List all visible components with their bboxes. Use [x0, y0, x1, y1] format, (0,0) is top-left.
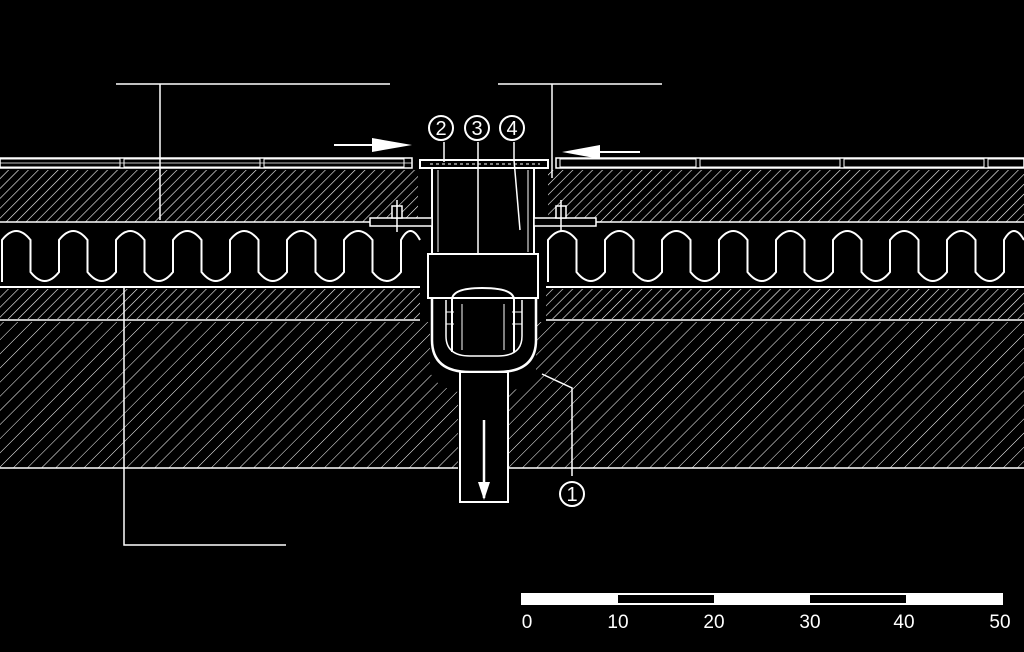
scale-segment [906, 594, 1002, 604]
scale-label: 30 [799, 612, 820, 633]
paving-tiles-layer [0, 157, 1024, 169]
scale-label: 50 [989, 612, 1010, 633]
inflow-arrow-left [334, 138, 412, 152]
scale-label: 0 [522, 612, 533, 633]
roof-drain [369, 159, 597, 503]
scale-label: 20 [703, 612, 724, 633]
inflow-arrow-right [562, 145, 640, 159]
scale-bar: 0 10 20 30 40 50 [521, 593, 1011, 633]
scale-segment [714, 594, 810, 604]
scale-label: 10 [607, 612, 628, 633]
drainage-mat-layer [0, 224, 1024, 288]
scale-label: 40 [893, 612, 914, 633]
callout-4: 4 [499, 115, 525, 141]
callout-2: 2 [428, 115, 454, 141]
callout-label: 3 [471, 118, 482, 140]
concrete-slab [0, 322, 1024, 469]
callout-label: 1 [566, 484, 577, 506]
scale-segment [522, 594, 618, 604]
screed-layer-lower [0, 289, 1024, 321]
screed-layer-upper [0, 170, 1024, 223]
callout-3: 3 [464, 115, 490, 141]
leader-lines [116, 83, 662, 546]
callout-1: 1 [559, 481, 585, 507]
callout-label: 4 [506, 118, 517, 140]
callout-label: 2 [435, 118, 446, 140]
flow-arrows [334, 138, 640, 159]
